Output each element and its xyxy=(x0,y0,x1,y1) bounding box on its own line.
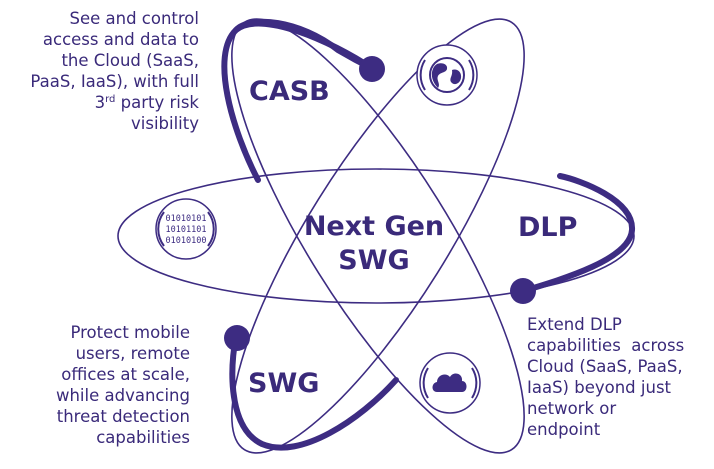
swg-orbit-dot xyxy=(224,325,250,351)
center-title: Next Gen SWG xyxy=(298,210,450,278)
swg-desc-line: users, remote xyxy=(75,344,190,363)
swg-desc-line: threat detection xyxy=(56,407,190,426)
center-title-line2: SWG xyxy=(338,245,410,276)
casb-description: See and control access and data to the C… xyxy=(30,8,199,134)
dlp-thick-arc xyxy=(517,173,635,295)
swg-label: SWG xyxy=(248,368,320,399)
dlp-desc-line: Extend DLP xyxy=(527,315,622,334)
casb-desc-line: visibility xyxy=(131,114,199,133)
swg-desc-line: offices at scale, xyxy=(61,365,190,384)
dlp-desc-line: capabilities across xyxy=(527,336,685,355)
dlp-label: DLP xyxy=(518,212,578,243)
casb-label: CASB xyxy=(249,76,330,107)
dlp-desc-line: endpoint xyxy=(527,420,601,439)
casb-desc-superscript: rd xyxy=(105,94,116,105)
casb-desc-line: access and data to xyxy=(42,30,199,49)
binary-data-icon: 01010101 10101101 01010100 xyxy=(155,198,217,260)
casb-desc-line: PaaS, IaaS), with full xyxy=(30,72,199,91)
horizontal-orbit xyxy=(117,168,635,304)
casb-desc-risk-text: party risk xyxy=(115,93,199,112)
casb-desc-line: See and control xyxy=(69,9,199,28)
swg-desc-line: while advancing xyxy=(55,386,190,405)
binary-line-1: 01010101 xyxy=(166,214,207,224)
dlp-desc-line: network or xyxy=(527,399,617,418)
casb-orbit-dot xyxy=(359,56,385,82)
diagonal-orbit-thin xyxy=(231,18,525,454)
swg-description: Protect mobile users, remote offices at … xyxy=(56,322,190,448)
swg-desc-line: Protect mobile xyxy=(70,323,190,342)
dlp-orbit-dot xyxy=(510,278,536,304)
swg-thick-arc xyxy=(229,333,399,451)
casb-desc-line: the Cloud (SaaS, xyxy=(61,51,199,70)
dlp-desc-line: Cloud (SaaS, PaaS, xyxy=(527,357,683,376)
dlp-desc-line: IaaS) beyond just xyxy=(527,378,672,397)
binary-line-3: 01010100 xyxy=(166,236,207,246)
cloud-icon xyxy=(419,352,481,414)
globe-icon xyxy=(416,44,478,106)
casb-desc-line-risk: 3rd party risk xyxy=(30,92,199,113)
casb-desc-ordinal: 3 xyxy=(94,93,106,112)
casb-thick-arc-top xyxy=(233,18,376,72)
swg-desc-line: capabilities xyxy=(96,428,190,447)
binary-line-2: 10101101 xyxy=(166,225,207,235)
center-title-line1: Next Gen xyxy=(303,211,445,242)
dlp-description: Extend DLP capabilities across Cloud (Sa… xyxy=(527,314,684,440)
